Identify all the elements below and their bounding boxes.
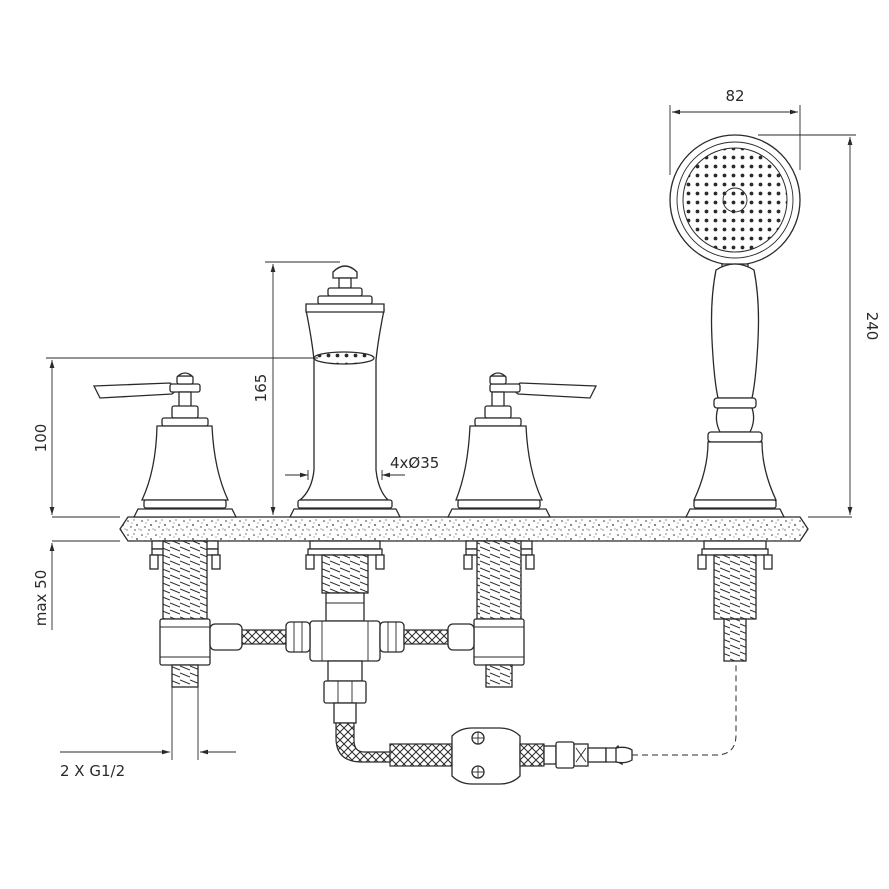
hand-shower <box>669 134 801 662</box>
right-handle-valve <box>446 372 598 688</box>
center-spout <box>288 265 402 724</box>
dimension-lines <box>46 105 856 760</box>
dim-label-holes: 4xØ35 <box>390 454 439 472</box>
dim-label-spout-height: 165 <box>252 374 270 403</box>
left-handle-valve <box>92 372 238 688</box>
dim-label-connection: 2 X G1/2 <box>60 762 125 780</box>
dim-label-shower-width: 82 <box>725 87 744 105</box>
countertop-deck <box>52 516 852 542</box>
dim-label-shower-height: 240 <box>863 312 881 341</box>
connecting-hoses <box>209 621 737 785</box>
dim-label-deck-thickness: max 50 <box>32 570 50 627</box>
dim-label-handle-height: 100 <box>32 424 50 453</box>
